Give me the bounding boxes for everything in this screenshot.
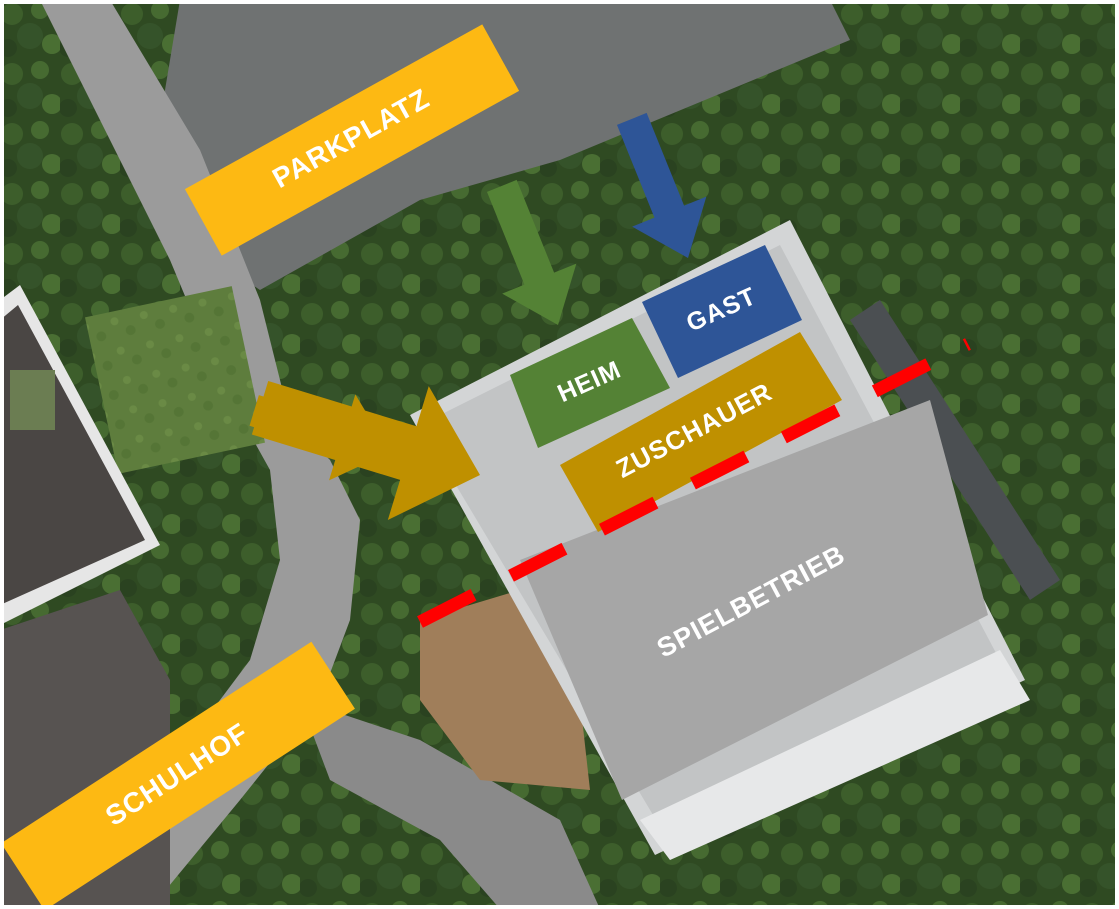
heim-zone xyxy=(510,318,670,448)
boundary-dashed-line xyxy=(417,338,971,628)
blue-arrow-icon xyxy=(616,112,707,258)
lawn-area xyxy=(85,286,265,474)
zuschauer-zone xyxy=(560,332,842,532)
green-arrow-icon xyxy=(486,179,577,325)
gold-arrow-icon xyxy=(249,394,390,481)
gast-zone xyxy=(642,245,802,378)
sand-area xyxy=(420,590,590,790)
gym-roof-lower-strip xyxy=(640,650,1030,860)
road-lower xyxy=(300,700,600,909)
spielbetrieb-zone xyxy=(520,400,988,800)
parking-lot xyxy=(160,0,850,290)
school-courtyard xyxy=(10,370,55,430)
